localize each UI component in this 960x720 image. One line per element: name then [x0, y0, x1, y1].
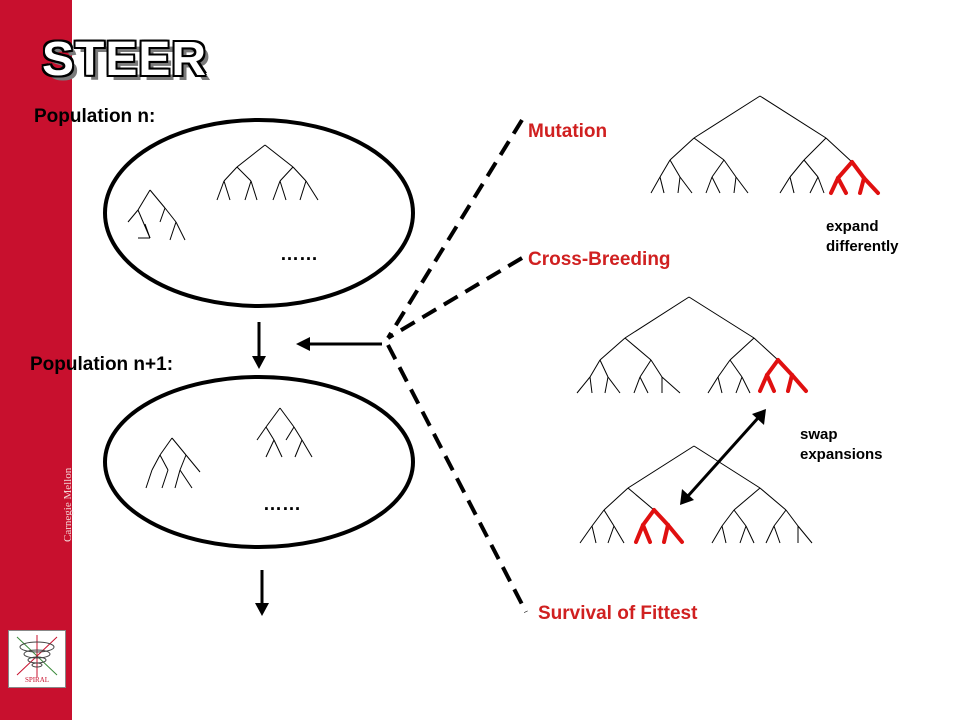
population-n1-ellipse — [103, 375, 415, 549]
page-title: STEER — [42, 33, 208, 86]
sidebar: Carnegie Mellon SPIRAL — [0, 0, 74, 720]
mutation-red-subtree — [829, 160, 880, 195]
cross-red-subtree-1 — [758, 358, 808, 393]
pop-n-tree-large — [216, 144, 319, 201]
mutation-note-line2: differently — [826, 238, 899, 255]
survival-dashed-line — [386, 344, 528, 613]
population-n-label: Population n: — [34, 106, 156, 127]
double-arrow-icon — [680, 409, 766, 505]
spiral-logo-icon — [16, 635, 58, 677]
mutation-note: expand differently — [826, 217, 956, 257]
ellipsis-bottom: …… — [263, 494, 301, 515]
mutation-tree — [650, 95, 853, 194]
spiral-logo: SPIRAL — [8, 630, 66, 688]
cross-tree-2 — [579, 445, 813, 544]
mutation-note-line1: expand — [826, 218, 879, 235]
cross-note-line2: expansions — [800, 446, 883, 463]
down-arrow-icon — [252, 322, 266, 369]
population-n1-label: Population n+1: — [30, 354, 174, 375]
cross-note: swap expansions — [800, 425, 930, 465]
ellipsis-top: …… — [280, 244, 318, 265]
pop-n-tree-small — [127, 189, 186, 241]
cross-note-line1: swap — [800, 426, 838, 443]
pop-n1-tree-left — [145, 437, 201, 489]
cross-breeding-label: Cross-Breeding — [528, 249, 671, 270]
cross-red-subtree-2 — [634, 508, 684, 544]
logo-text: SPIRAL — [24, 676, 50, 684]
mutation-label: Mutation — [528, 121, 608, 142]
left-arrow-icon — [296, 337, 382, 351]
survival-label: Survival of Fittest — [538, 603, 698, 624]
mutation-dashed-line — [386, 118, 524, 340]
population-n-ellipse — [103, 118, 415, 308]
down-arrow-icon — [255, 570, 269, 616]
pop-n1-tree-right — [256, 407, 313, 458]
cross-tree-1 — [576, 296, 779, 394]
cross-dashed-line — [386, 256, 524, 340]
